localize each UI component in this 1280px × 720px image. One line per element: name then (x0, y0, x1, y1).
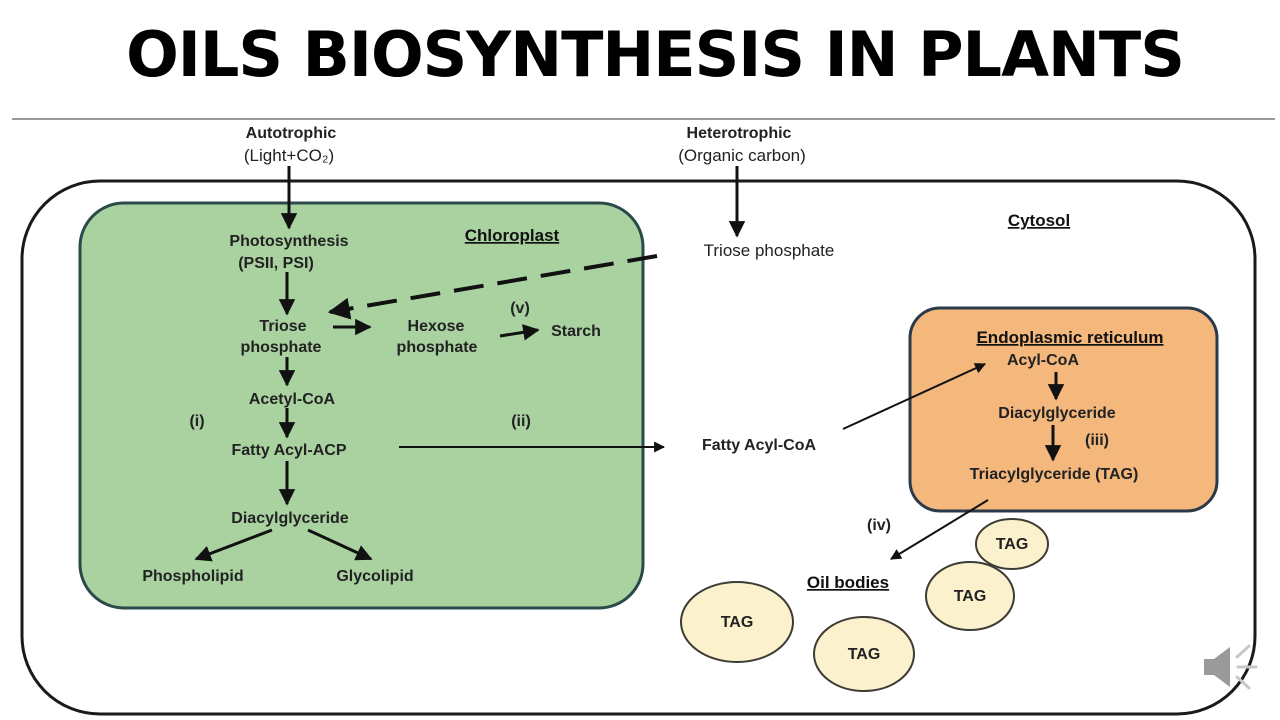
oil-bodies-label: Oil bodies (807, 573, 889, 592)
oil-body-4-tag-label: TAG (848, 646, 881, 663)
oil-body-4-shape (813, 616, 915, 692)
heterotrophic-sublabel: (Organic carbon) (678, 146, 806, 165)
triose-phosphate-node-line2: phosphate (241, 339, 322, 356)
triose-phosphate-cytosol-node: Triose phosphate (704, 241, 835, 260)
arrow-diacylglyceride-to-glycolipid (307, 528, 373, 561)
hexose-phosphate-node-line2: phosphate (397, 339, 478, 356)
diacylglyceride-chloroplast-node: Diacylglyceride (231, 510, 349, 527)
step-label-iv: (iv) (867, 517, 891, 534)
oil-body-3-shape (680, 581, 794, 663)
oil-body-3: TAG (680, 581, 794, 663)
chloroplast-label: Chloroplast (465, 226, 560, 245)
oil-body-4: TAG (813, 616, 915, 692)
oil-body-2: TAG (925, 561, 1015, 631)
arrow-diacylglyceride-to-phospholipid (194, 528, 273, 562)
oil-body-1-tag-label: TAG (996, 536, 1029, 553)
photosynthesis-node: Photosynthesis (229, 233, 348, 250)
oil-body-1-shape (975, 518, 1049, 570)
step-label-ii: (ii) (511, 413, 531, 430)
photosystems-node: (PSII, PSI) (238, 255, 314, 272)
acetyl-coa-node: Acetyl-CoA (249, 391, 336, 408)
speaker-icon[interactable] (1204, 644, 1258, 690)
hexose-phosphate-node-line1: Hexose (408, 318, 465, 335)
arrow-hexose-to-starch (499, 324, 540, 341)
acyl-coa-node: Acyl-CoA (1007, 352, 1079, 369)
oil-body-1: TAG (975, 518, 1049, 570)
arrow-tag-to-oil-bodies (890, 499, 989, 560)
arrow-triose-import-dashed (327, 254, 658, 320)
triose-phosphate-node-line1: Triose (259, 318, 306, 335)
starch-node: Starch (551, 323, 601, 340)
autotrophic-sublabel: (Light+CO₂) (244, 146, 334, 165)
oil-body-3-tag-label: TAG (721, 614, 754, 631)
er-compartment (908, 306, 1219, 513)
fatty-acyl-coa-node: Fatty Acyl-CoA (702, 437, 817, 454)
glycolipid-node: Glycolipid (336, 568, 413, 585)
chloroplast-compartment (78, 201, 645, 610)
autotrophic-label: Autotrophic (246, 125, 337, 142)
step-label-iii: (iii) (1085, 432, 1109, 449)
tag-node: Triacylglyceride (TAG) (970, 466, 1139, 483)
phospholipid-node: Phospholipid (142, 568, 243, 585)
fatty-acyl-acp-node: Fatty Acyl-ACP (232, 442, 347, 459)
slide-title: OILS BIOSYNTHESIS IN PLANTS (126, 18, 1185, 91)
er-label: Endoplasmic reticulum (976, 328, 1163, 347)
step-label-v: (v) (510, 300, 530, 317)
oil-body-2-shape (925, 561, 1015, 631)
heterotrophic-label: Heterotrophic (687, 125, 792, 142)
oil-body-2-tag-label: TAG (954, 588, 987, 605)
diacylglyceride-er-node: Diacylglyceride (998, 405, 1116, 422)
cytosol-label: Cytosol (1008, 211, 1070, 230)
step-label-i: (i) (189, 413, 204, 430)
arrow-fatty-acyl-coa-to-acyl-coa (842, 363, 987, 430)
